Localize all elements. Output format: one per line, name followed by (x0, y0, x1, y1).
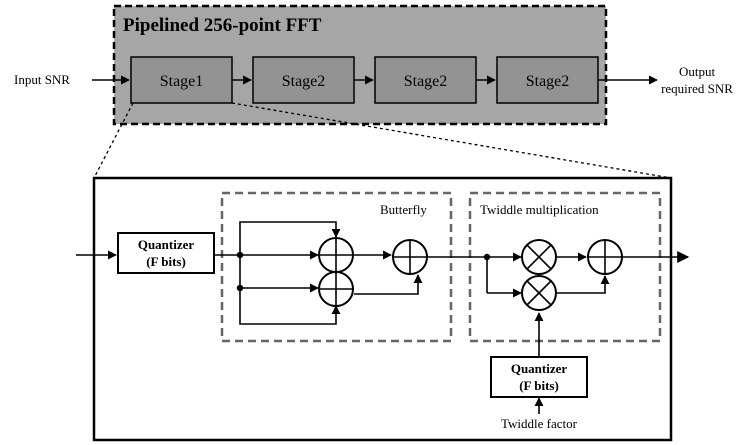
stage-detail: Quantizer (F bits) Butterfly Twiddle mul… (76, 176, 690, 442)
pipeline-block: Pipelined 256-point FFT Input SNR Stage1… (14, 4, 733, 126)
twiddle-region (468, 191, 662, 343)
multiplier-2 (521, 275, 557, 311)
stage-1: Stage1 (130, 56, 233, 104)
twiddle-wiring (427, 251, 690, 357)
adder-3 (392, 239, 428, 275)
adder-4 (587, 239, 623, 275)
pipeline-title: Pipelined 256-point FFT (123, 15, 322, 36)
stage-2: Stage2 (252, 56, 355, 104)
stage-3: Stage2 (374, 56, 477, 104)
stage-3-label: Stage2 (404, 73, 448, 90)
zoom-line-right (231, 102, 672, 179)
twiddle-quantizer-label-1: Quantizer (511, 361, 568, 376)
detail-frame (92, 176, 673, 442)
butterfly-region (220, 191, 453, 343)
output-snr-label-2: required SNR (661, 81, 733, 96)
stage-4-label: Stage2 (526, 73, 570, 90)
butterfly-label: Butterfly (380, 202, 427, 217)
zoom-line-left (93, 102, 134, 179)
twiddle-quantizer-label-2: (F bits) (519, 378, 559, 393)
adder-1 (318, 237, 354, 273)
adder-2 (318, 271, 354, 307)
butterfly-wiring (214, 221, 423, 325)
stage-2-label: Stage2 (282, 73, 326, 90)
input-quantizer-label-1: Quantizer (138, 237, 195, 252)
multiplier-1 (521, 239, 557, 275)
stage-3-box (374, 56, 477, 104)
output-snr-label-1: Output (679, 64, 716, 79)
stage-1-label: Stage1 (160, 73, 204, 90)
input-snr-label: Input SNR (14, 72, 70, 87)
twiddle-quantizer-box (490, 356, 588, 398)
twiddle-mult-label: Twiddle multiplication (480, 202, 599, 217)
input-quantizer-box (117, 232, 215, 274)
input-quantizer-label-2: (F bits) (146, 254, 186, 269)
twiddle-factor-label: Twiddle factor (501, 416, 578, 431)
stage-1-box (130, 56, 233, 104)
stage-4: Stage2 (496, 56, 599, 104)
